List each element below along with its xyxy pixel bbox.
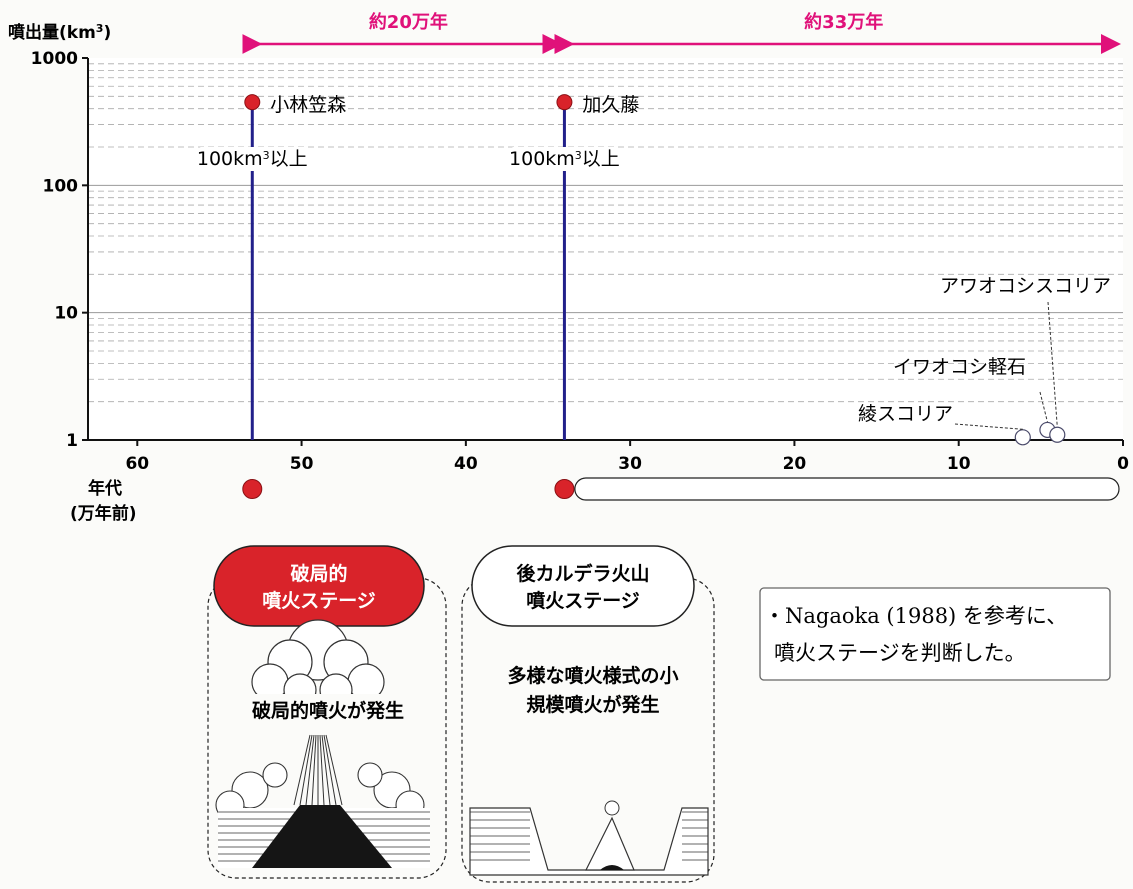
volcano-illustration [215, 734, 430, 868]
column-line [311, 734, 317, 806]
small-plume [604, 800, 620, 816]
eruption-point [556, 94, 573, 111]
volume-label-bg [512, 147, 617, 171]
leader-line [1047, 301, 1058, 427]
stage-title-box [471, 545, 695, 627]
note-box [759, 587, 1111, 681]
column-line [325, 734, 343, 806]
small-eruption-point [1049, 426, 1066, 443]
stage-title-line: 噴火ステージ [262, 590, 376, 612]
grid [88, 58, 1123, 440]
x-tick-label: 20 [783, 454, 807, 474]
column-line [293, 734, 311, 806]
timeline-dot [554, 479, 575, 499]
volume-label-bg [200, 147, 305, 171]
caldera-illustration [469, 800, 709, 876]
stage-title-line: 後カルデラ火山 [516, 562, 649, 585]
column-line [321, 734, 331, 806]
y-tick-label: 1000 [31, 49, 78, 69]
side-cloud [262, 762, 288, 788]
stage-desc-bg [222, 694, 432, 726]
stage-title-box [213, 545, 425, 627]
x-axis-label-line: 年代 [88, 478, 122, 499]
small-eruption-label: イワオコシ軽石 [893, 356, 1026, 378]
column-line [299, 734, 313, 806]
leader-line [1039, 391, 1048, 423]
eruption-cloud-illustration [251, 619, 385, 707]
column-line [323, 734, 337, 806]
vent [600, 865, 624, 870]
small-cone [585, 816, 635, 871]
timeline-bar [574, 477, 1120, 501]
period-label: 約20万年 [369, 11, 448, 33]
note-line: ・Nagaoka (1988) を参考に、 [764, 604, 1067, 628]
x-tick-label: 50 [290, 454, 314, 474]
small-eruption-label: アワオコシスコリア [940, 275, 1111, 297]
stage-title-line: 噴火ステージ [526, 590, 640, 612]
leader-line [954, 423, 1023, 430]
eruption-name-label: 加久藤 [582, 94, 639, 116]
x-tick-label: 30 [618, 454, 642, 474]
volume-label: 100km3以上 [197, 148, 308, 170]
volume-label: 100km3以上 [509, 148, 620, 170]
x-tick-label: 60 [125, 454, 149, 474]
stage-description-line: 多様な噴火様式の小 [507, 664, 678, 687]
column-line [319, 734, 325, 806]
y-tick-label: 100 [43, 176, 79, 196]
period-label: 約33万年 [804, 11, 883, 33]
stage-description-line: 規模噴火が発生 [526, 693, 659, 716]
stage-description-line: 破局的噴火が発生 [252, 699, 404, 722]
note-line: 噴火ステージを判断した。 [774, 641, 1026, 665]
x-tick-label: 10 [947, 454, 971, 474]
y-axis-label: 噴出量(km3) [8, 22, 111, 44]
y-tick-label: 1 [66, 431, 78, 451]
timeline-dot [242, 479, 263, 499]
plot-area [88, 58, 1123, 440]
y-tick-label: 10 [54, 304, 78, 324]
stage-title-line: 破局的 [290, 562, 347, 585]
stage-panels: 破局的噴火ステージ破局的噴火が発生後カルデラ火山噴火ステージ多様な噴火様式の小規… [207, 545, 1111, 883]
side-cloud [357, 762, 383, 788]
small-eruption-label: 綾スコリア [858, 403, 953, 425]
column-line [305, 734, 315, 806]
x-tick-label: 0 [1117, 454, 1129, 474]
volcano-shape [252, 805, 392, 868]
x-axis-label-line: (万年前) [70, 503, 137, 524]
x-tick-label: 40 [454, 454, 478, 474]
caldera-walls [469, 807, 709, 876]
eruption-point [244, 94, 261, 111]
small-eruption-point [1014, 429, 1031, 446]
eruption-name-label: 小林笠森 [270, 94, 346, 116]
timeline [242, 477, 1120, 501]
